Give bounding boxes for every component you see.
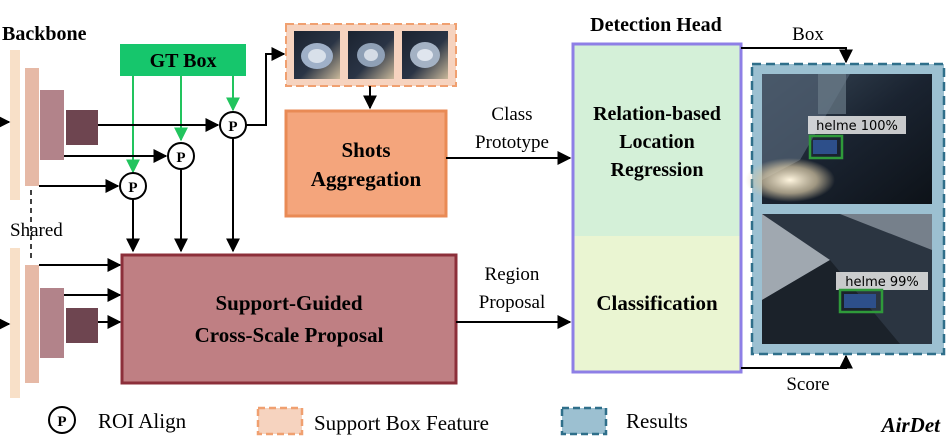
- classification-label: Classification: [596, 291, 718, 315]
- proposal-box: [120, 253, 458, 385]
- detection-label: helme 100%: [816, 119, 898, 134]
- legend-roi-icon: [48, 406, 76, 434]
- detection-head-label: Detection Head: [590, 14, 722, 36]
- proposal-label: Support-Guided: [215, 291, 362, 315]
- backbone-layer-1: [10, 50, 20, 200]
- detection-bbox: [838, 288, 884, 314]
- roi-symbol: P: [176, 150, 185, 166]
- regression-panel: [573, 44, 741, 236]
- backbone-bottom: [10, 248, 98, 398]
- shared-label: Shared: [10, 220, 63, 241]
- gt-box: [120, 44, 246, 76]
- roi-align-node: P: [219, 111, 247, 139]
- backbone-layer-3: [40, 288, 64, 358]
- result-image-top: helme 100%: [745, 74, 932, 204]
- legend-support-swatch: [256, 406, 304, 436]
- box-label: Box: [792, 24, 824, 45]
- class-prototype-label: Prototype: [475, 132, 549, 153]
- legend-results-swatch: [560, 406, 608, 436]
- roi-to-support-arrow: [246, 47, 286, 126]
- detection-bbox: [808, 134, 844, 160]
- detection-label-bg: [808, 116, 906, 134]
- roi-symbol: P: [128, 180, 137, 196]
- classification-panel: [573, 236, 741, 372]
- legend-roi-symbol: P: [57, 414, 66, 430]
- support-crop: [348, 31, 394, 79]
- proposal-label: Cross-Scale Proposal: [195, 323, 384, 347]
- legend-results: Results: [626, 409, 688, 433]
- region-proposal-label: Region: [485, 264, 540, 285]
- result-image-bottom: helme 99%: [762, 214, 932, 344]
- score-arrow: [741, 354, 853, 369]
- backbone-layer-2: [25, 68, 39, 186]
- backbone-layer-4: [66, 308, 98, 343]
- support-crop: [402, 31, 448, 79]
- shots-aggregation-label: Shots: [341, 138, 390, 162]
- backbone-layer-1: [10, 248, 20, 398]
- shots-aggregation-box: [284, 109, 448, 218]
- legend-support-box-feature: Support Box Feature: [314, 411, 489, 435]
- regression-label: Location: [619, 131, 695, 153]
- legend-roi-align: ROI Align: [98, 409, 187, 433]
- roi-symbol: P: [228, 119, 237, 135]
- brand-logo: AirDet: [880, 413, 942, 437]
- detection-label: helme 99%: [845, 275, 919, 290]
- support-crop: [294, 31, 340, 79]
- regression-label: Relation-based: [593, 103, 721, 125]
- backbone-layer-4: [66, 110, 98, 145]
- detection-head-box: [571, 42, 743, 374]
- legend: P ROI Align Support Box Feature Results: [48, 406, 688, 436]
- class-prototype-label: Class: [491, 104, 532, 125]
- backbone-label: Backbone: [2, 23, 87, 45]
- region-proposal-label: Proposal: [479, 292, 546, 313]
- shots-aggregation-label: Aggregation: [311, 167, 422, 191]
- backbone-layer-2: [25, 265, 39, 383]
- gt-box-label: GT Box: [150, 50, 217, 72]
- box-arrow: [741, 47, 853, 64]
- regression-label: Regression: [611, 159, 704, 181]
- score-label: Score: [786, 374, 829, 395]
- roi-align-node: P: [119, 172, 147, 200]
- roi-align-node: P: [167, 142, 195, 170]
- backbone-layer-3: [40, 90, 64, 160]
- backbone-top: [10, 50, 98, 200]
- detection-label-bg: [836, 272, 928, 290]
